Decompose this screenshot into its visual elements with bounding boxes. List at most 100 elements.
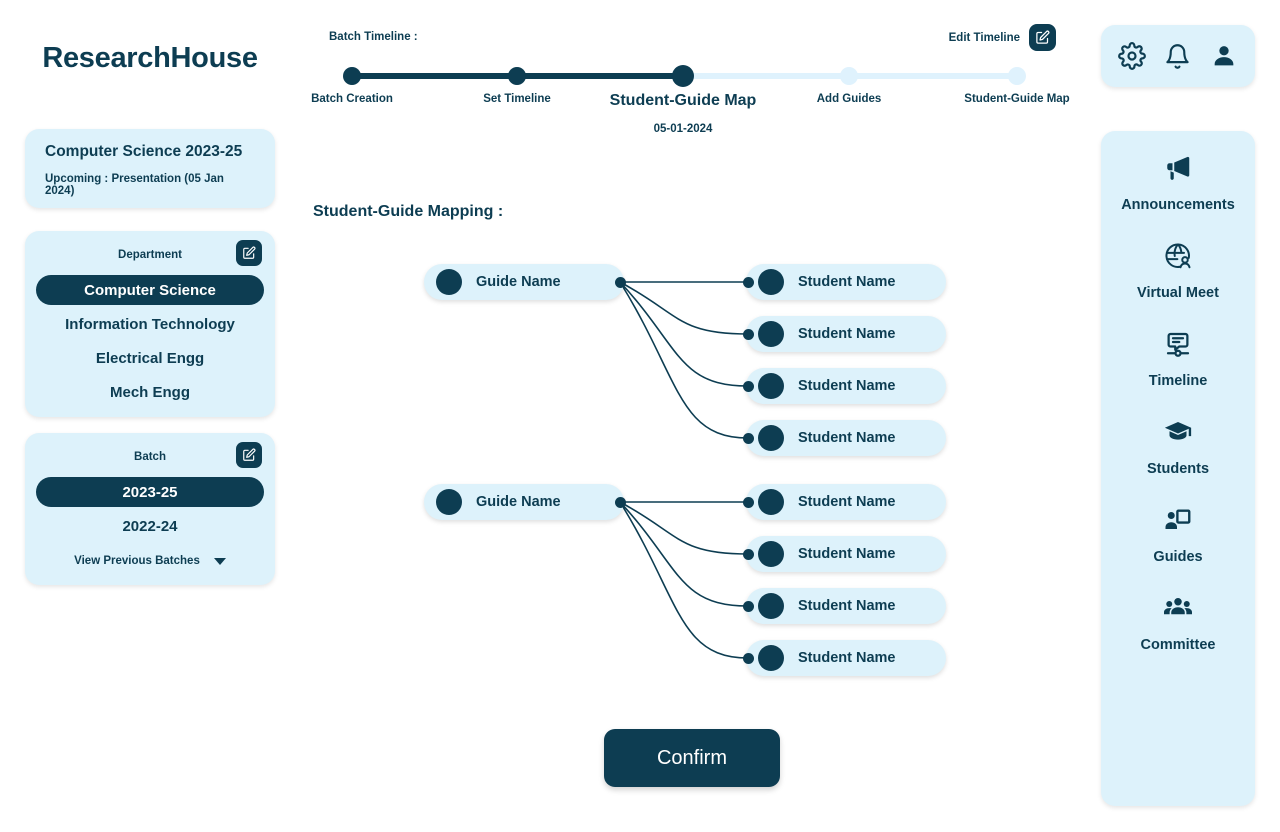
guide-connector-dot-1 [615, 497, 626, 508]
student-avatar [758, 321, 784, 347]
student-avatar [758, 269, 784, 295]
student-avatar [758, 541, 784, 567]
student-card-1-3[interactable]: Student Name [746, 640, 946, 676]
department-option-0[interactable]: Computer Science [36, 275, 264, 305]
view-previous-batches-button[interactable]: View Previous Batches [36, 551, 264, 571]
student-connector-dot-1-0 [743, 497, 754, 508]
rail-label-timeline: Timeline [1148, 373, 1208, 389]
student-connector-dot-1-2 [743, 601, 754, 612]
bell-icon[interactable] [1164, 43, 1191, 70]
connector-line-0-1 [619, 281, 749, 335]
department-option-3[interactable]: Mech Engg [109, 383, 190, 401]
edit-timeline-button[interactable]: Edit Timeline [949, 24, 1056, 51]
guide-avatar [436, 489, 462, 515]
department-picker-label: Department [118, 249, 182, 261]
confirm-button[interactable]: Confirm [604, 729, 780, 787]
timeline-chat-icon [1163, 329, 1193, 364]
presenter-board-icon [1163, 505, 1193, 540]
timeline-label-0: Batch Creation [311, 93, 393, 105]
rail-item-committee[interactable]: Committee [1101, 593, 1255, 653]
gear-icon[interactable] [1118, 42, 1147, 70]
connector-line-1-1 [619, 501, 749, 555]
rail-label-committee: Committee [1140, 637, 1216, 653]
connector-line-0-2 [619, 281, 749, 387]
megaphone-icon [1163, 153, 1193, 188]
rail-label-virtual-meet: Virtual Meet [1137, 285, 1219, 301]
edit-department-button[interactable] [236, 240, 262, 266]
batch-timeline-caption: Batch Timeline : [329, 31, 418, 43]
student-connector-dot-1-1 [743, 549, 754, 560]
guide-avatar [436, 269, 462, 295]
rail-item-timeline[interactable]: Timeline [1101, 329, 1255, 389]
guide-connector-dot-0 [615, 277, 626, 288]
edit-pencil-square-icon [242, 246, 256, 260]
timeline-label-1: Set Timeline [483, 93, 551, 105]
student-connector-dot-0-3 [743, 433, 754, 444]
student-name-label: Student Name [798, 546, 896, 562]
student-card-1-2[interactable]: Student Name [746, 588, 946, 624]
timeline-node-4[interactable] [1008, 67, 1026, 85]
timeline-node-2[interactable] [672, 65, 694, 87]
graduation-cap-icon [1163, 417, 1193, 452]
student-connector-dot-1-3 [743, 653, 754, 664]
view-previous-batches-label: View Previous Batches [74, 555, 200, 567]
student-card-0-2[interactable]: Student Name [746, 368, 946, 404]
student-name-label: Student Name [798, 430, 896, 446]
student-name-label: Student Name [798, 494, 896, 510]
current-batch-summary-card[interactable]: Computer Science 2023-25 Upcoming : Pres… [25, 129, 275, 208]
batch-option-1[interactable]: 2022-24 [122, 517, 178, 535]
rail-label-announcements: Announcements [1121, 197, 1235, 213]
department-picker-card: Department Computer Science Information … [25, 231, 275, 417]
guide-name-label: Guide Name [476, 494, 561, 510]
batch-picker-header: Batch [36, 441, 264, 473]
timeline-node-1[interactable] [508, 67, 526, 85]
student-card-0-3[interactable]: Student Name [746, 420, 946, 456]
edit-timeline-label: Edit Timeline [948, 31, 1020, 44]
edit-batch-button[interactable] [236, 442, 262, 468]
department-picker-header: Department [36, 239, 264, 271]
chevron-down-icon [213, 557, 226, 565]
timeline-label-3: Add Guides [816, 93, 882, 105]
student-card-0-0[interactable]: Student Name [746, 264, 946, 300]
timeline-label-4: Student-Guide Map [964, 93, 1070, 105]
top-action-rail [1101, 25, 1255, 87]
current-batch-upcoming: Upcoming : Presentation (05 Jan 2024) [45, 173, 224, 197]
connector-line-0-3 [619, 281, 749, 439]
rail-item-announcements[interactable]: Announcements [1101, 153, 1255, 213]
batch-option-0[interactable]: 2023-25 [36, 477, 264, 507]
page-title: Student-Guide Mapping : [313, 203, 504, 220]
app-logo-title: ResearchHouse [42, 42, 258, 74]
student-avatar [758, 593, 784, 619]
connector-line-1-3 [619, 501, 749, 659]
student-avatar [758, 373, 784, 399]
student-card-1-1[interactable]: Student Name [746, 536, 946, 572]
edit-timeline-icon-button[interactable] [1029, 24, 1056, 51]
current-batch-title: Computer Science 2023-25 [45, 143, 243, 160]
student-connector-dot-0-0 [743, 277, 754, 288]
student-avatar [758, 425, 784, 451]
department-option-1[interactable]: Information Technology [65, 315, 235, 333]
edit-pencil-square-icon [242, 448, 256, 462]
guide-card-0[interactable]: Guide Name [424, 264, 624, 300]
user-icon[interactable] [1210, 42, 1238, 70]
timeline-node-0[interactable] [343, 67, 361, 85]
student-name-label: Student Name [798, 378, 896, 394]
student-connector-dot-0-1 [743, 329, 754, 340]
student-name-label: Student Name [798, 598, 896, 614]
rail-item-virtual-meet[interactable]: Virtual Meet [1101, 241, 1255, 301]
department-option-2[interactable]: Electrical Engg [95, 349, 205, 367]
rail-label-guides: Guides [1153, 549, 1203, 565]
guide-card-1[interactable]: Guide Name [424, 484, 624, 520]
student-connector-dot-0-2 [743, 381, 754, 392]
rail-item-students[interactable]: Students [1101, 417, 1255, 477]
student-card-0-1[interactable]: Student Name [746, 316, 946, 352]
student-card-1-0[interactable]: Student Name [746, 484, 946, 520]
student-avatar [758, 645, 784, 671]
timeline-node-3[interactable] [840, 67, 858, 85]
rail-item-guides[interactable]: Guides [1101, 505, 1255, 565]
people-group-icon [1163, 593, 1193, 628]
rail-label-students: Students [1146, 461, 1210, 477]
timeline-current-date: 05-01-2024 [653, 123, 713, 135]
batch-timeline: Batch Creation Set Timeline Student-Guide … [311, 60, 1070, 150]
